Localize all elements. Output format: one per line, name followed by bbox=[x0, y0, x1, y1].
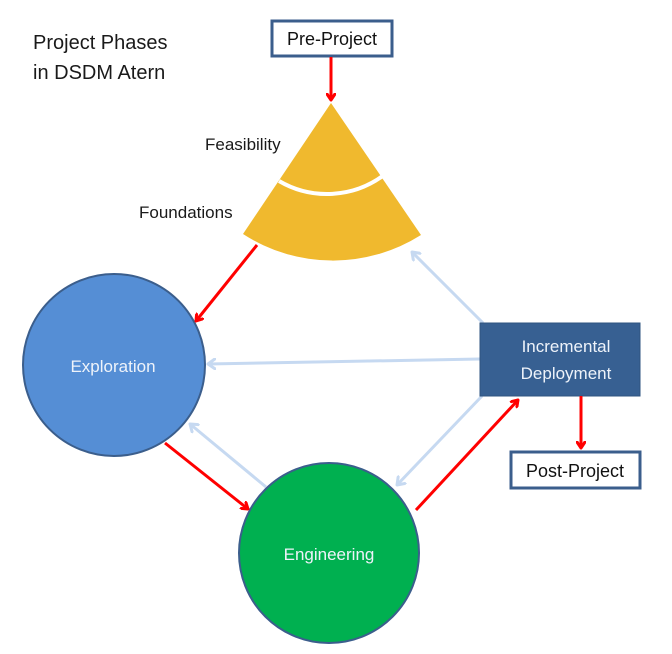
post-project-label: Post-Project bbox=[526, 461, 624, 481]
feasibility-label: Feasibility bbox=[205, 135, 281, 154]
exploration-node: Exploration bbox=[22, 273, 206, 457]
arrow-foundations-to-exploration bbox=[196, 244, 259, 321]
arrow-deployment-to-exploration bbox=[208, 357, 481, 364]
deployment-label-line2: Deployment bbox=[521, 364, 612, 383]
arrow-exploration-to-engineering bbox=[164, 441, 248, 509]
foundations-label: Foundations bbox=[139, 203, 233, 222]
exploration-label: Exploration bbox=[70, 357, 155, 376]
wedge-divider bbox=[277, 173, 386, 196]
engineering-label: Engineering bbox=[284, 545, 375, 564]
arrow-deployment-to-foundations bbox=[412, 252, 485, 325]
engineering-circle bbox=[238, 462, 420, 644]
pre-project-box bbox=[270, 19, 394, 58]
arrow-engineering-to-deployment bbox=[414, 400, 518, 512]
exploration-circle bbox=[22, 273, 206, 457]
diagram-title-line1: Project Phases bbox=[33, 32, 168, 54]
post-project-node: Post-Project bbox=[509, 450, 642, 490]
arrow-deployment-to-engineering bbox=[397, 394, 484, 485]
feasibility-foundations-wedge bbox=[243, 103, 421, 261]
wedge-shape bbox=[243, 103, 421, 261]
pre-project-label: Pre-Project bbox=[287, 29, 377, 49]
arrow-engineering-to-exploration bbox=[190, 424, 267, 489]
deployment-label-line1: Incremental bbox=[522, 337, 611, 356]
pre-project-node: Pre-Project bbox=[270, 19, 394, 58]
diagram-title-line2: in DSDM Atern bbox=[33, 62, 165, 84]
post-project-box bbox=[509, 450, 642, 490]
engineering-node: Engineering bbox=[238, 462, 420, 644]
deployment-node: Incremental Deployment bbox=[479, 322, 641, 397]
deployment-box bbox=[479, 322, 641, 397]
